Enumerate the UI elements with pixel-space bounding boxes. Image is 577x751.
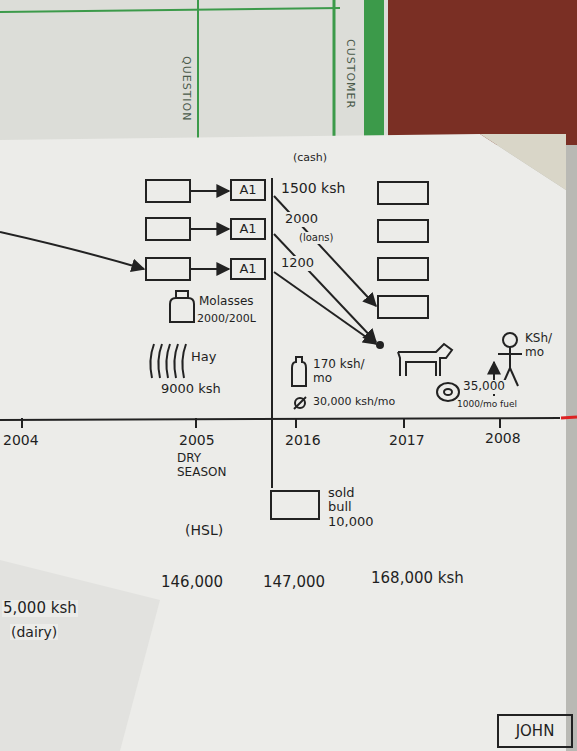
divider-line — [271, 178, 273, 488]
sketch-stroke — [503, 333, 517, 347]
molasses-jug — [170, 291, 194, 322]
small-icon — [294, 397, 306, 409]
sketch-stroke — [146, 180, 190, 202]
process-box: A1 — [230, 218, 266, 240]
sketch-stroke — [498, 353, 522, 355]
sketch-stroke — [403, 418, 405, 428]
sketch-stroke — [444, 389, 452, 395]
box-label: A1 — [239, 222, 256, 236]
note-label: 2016 — [284, 432, 322, 448]
paper-sheet — [0, 134, 566, 751]
sketch-stroke — [378, 220, 428, 242]
form-band — [364, 0, 384, 145]
note-label: (dairy) — [10, 624, 58, 640]
sketch-stroke — [166, 344, 170, 378]
table-surface — [380, 0, 577, 145]
note-label: 35,000 — [462, 380, 506, 394]
note-label: KSh/ mo — [524, 332, 564, 360]
sketch-stroke — [146, 218, 190, 240]
sketch-stroke — [182, 344, 186, 378]
sketch-stroke — [274, 272, 376, 344]
sketch-stroke — [146, 258, 190, 280]
note-label: 1500 ksh — [280, 180, 346, 196]
folded-corner — [480, 134, 566, 190]
sold-box: sold bull 10,000 — [270, 490, 320, 520]
sketch-stroke — [174, 344, 178, 378]
note-label: Molasses — [198, 295, 255, 309]
process-box: A1 — [230, 179, 266, 201]
box-caption: sold bull 10,000 — [328, 486, 382, 529]
sketch-stroke — [398, 344, 452, 376]
note-label: 146,000 — [160, 574, 224, 591]
note-label: 147,000 — [262, 574, 326, 591]
sketch-stroke — [158, 344, 162, 378]
process-box: JOHN — [497, 714, 573, 748]
note-label: (cash) — [292, 152, 328, 165]
note-label: 2008 — [484, 430, 522, 446]
box-label: JOHN — [516, 723, 555, 740]
axis-ticks — [22, 418, 500, 428]
sketch-stroke — [509, 347, 511, 368]
note-label: 9000 ksh — [160, 382, 222, 397]
flow-arrows — [0, 191, 376, 344]
form-heading: QUESTION — [179, 55, 192, 123]
box-label: A1 — [239, 183, 256, 197]
process-box: A1 — [230, 258, 266, 280]
hay-strands — [150, 344, 186, 378]
sketch-stroke — [378, 296, 428, 318]
sketch-stroke — [195, 418, 197, 428]
sketch-stroke — [378, 182, 428, 204]
note-label: 2000/200L — [196, 313, 257, 326]
sketch-stroke — [170, 298, 194, 322]
sketch-stroke — [510, 368, 518, 386]
note-label: Hay — [190, 350, 217, 365]
sketch-stroke — [292, 357, 306, 386]
note-label: 5,000 ksh — [2, 600, 78, 617]
milk-bottle — [292, 357, 306, 386]
sketch-stroke — [378, 258, 428, 280]
note-label: 1000/mo fuel — [456, 399, 518, 409]
note-label: 1200 — [280, 256, 315, 271]
sketch-stroke — [176, 291, 188, 298]
sketch-stroke — [295, 418, 297, 428]
form-rule — [0, 8, 340, 12]
form-rule — [197, 0, 199, 145]
sketch-stroke — [21, 418, 23, 428]
form-sheet — [0, 0, 388, 145]
sketch-stroke — [190, 268, 229, 270]
note-label: (loans) — [298, 232, 334, 244]
paper-shade — [0, 560, 160, 751]
note-label: 2005 — [178, 432, 216, 448]
note-label: DRY SEASON — [176, 452, 240, 480]
note-label: 2017 — [388, 432, 426, 448]
sketch-stroke — [295, 398, 305, 408]
sketch-stroke — [150, 344, 154, 378]
note-label: 2000 — [284, 212, 319, 227]
sketch-stroke — [274, 234, 376, 342]
axis-marker — [561, 417, 577, 418]
time-axis — [0, 418, 560, 420]
merge-dot — [376, 341, 384, 349]
sketch-stroke — [190, 228, 229, 230]
box-label: A1 — [239, 262, 256, 276]
cow-figure — [398, 344, 452, 376]
note-label: 2004 — [2, 432, 40, 448]
note-label: 168,000 ksh — [370, 570, 465, 587]
sketch-stroke — [294, 397, 306, 409]
sketch-stroke — [190, 190, 229, 192]
note-label: 170 ksh/ mo — [312, 358, 376, 386]
sketch-stroke — [499, 418, 501, 428]
sketch-stroke — [0, 232, 144, 269]
note-label: (HSL) — [184, 522, 224, 538]
form-heading: CUSTOMER — [343, 38, 356, 110]
note-label: 30,000 ksh/mo — [312, 396, 396, 409]
form-rule — [333, 0, 336, 145]
